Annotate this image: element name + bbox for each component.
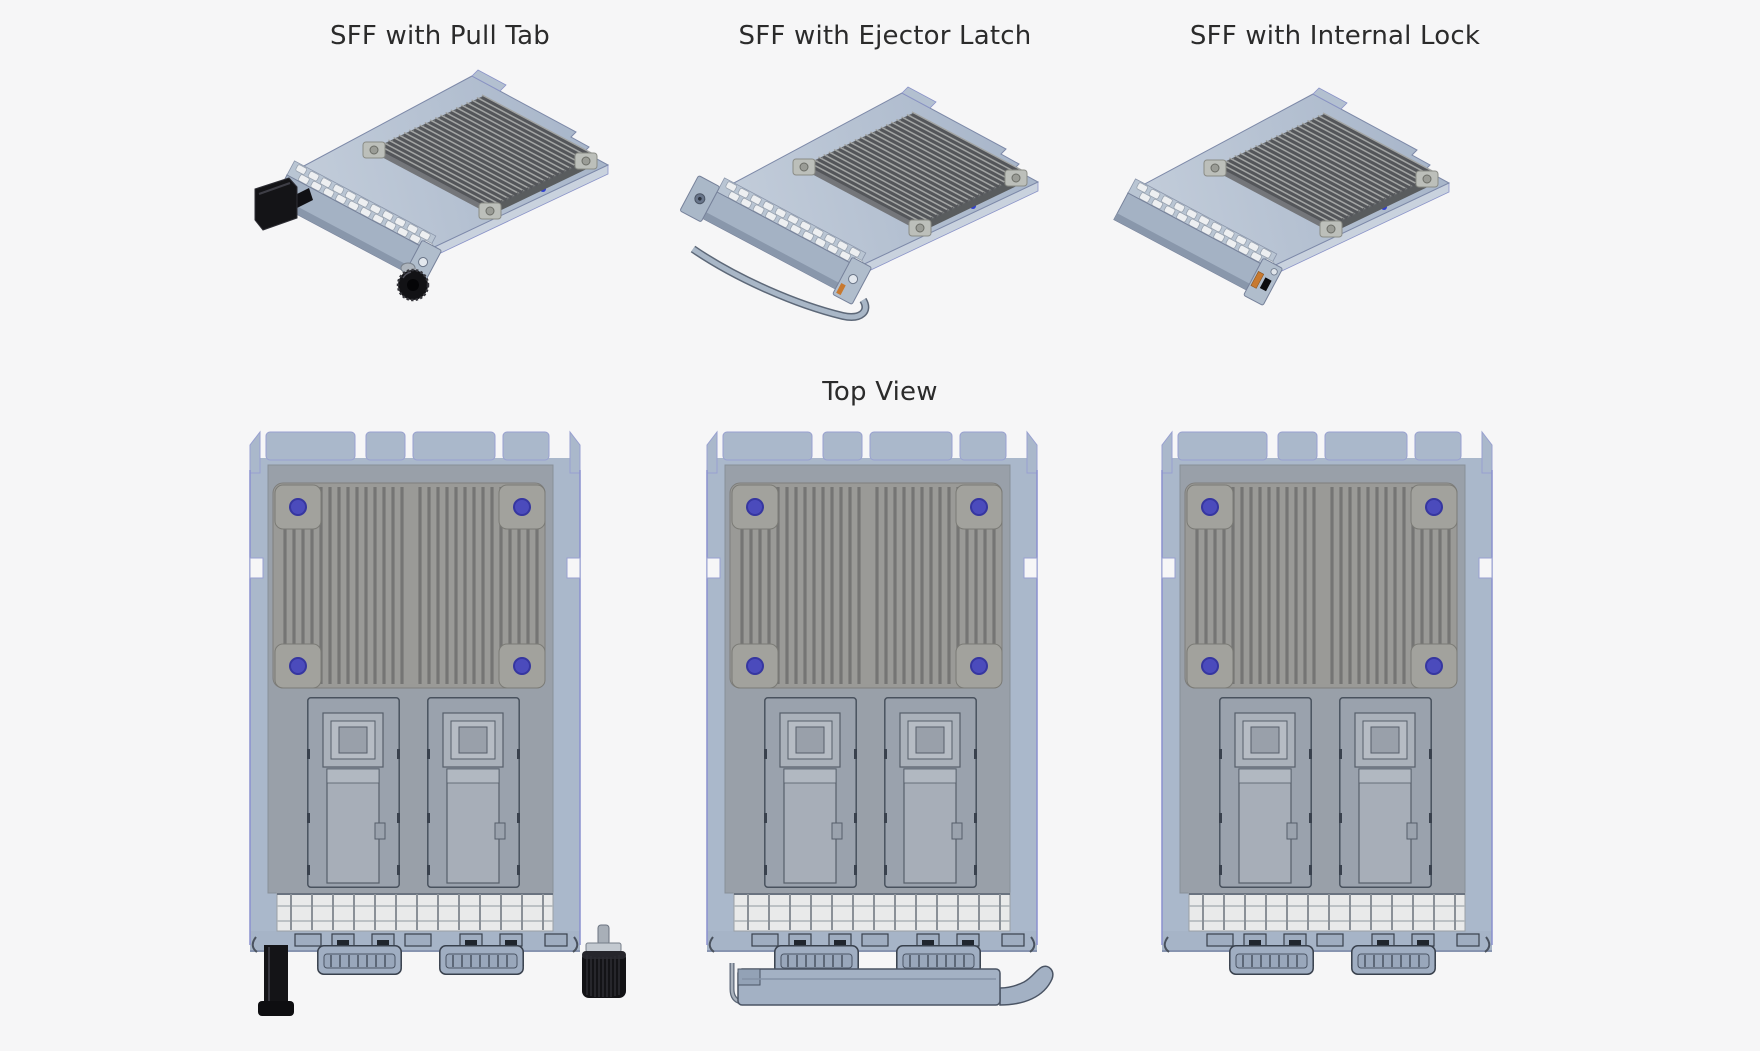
variant-title-internal-lock: SFF with Internal Lock xyxy=(1189,21,1481,51)
variant-title-pull-tab: SFF with Pull Tab xyxy=(330,21,550,51)
top-view-ejector-latch xyxy=(702,385,1102,1051)
iso-view-internal-lock xyxy=(1058,68,1558,328)
section-title-top-view: Top View xyxy=(822,377,938,407)
top-view-pull-tab xyxy=(245,385,645,1051)
variant-title-ejector-latch: SFF with Ejector Latch xyxy=(738,21,1032,51)
top-view-internal-lock xyxy=(1157,385,1557,1051)
iso-view-pull-tab xyxy=(217,50,717,310)
